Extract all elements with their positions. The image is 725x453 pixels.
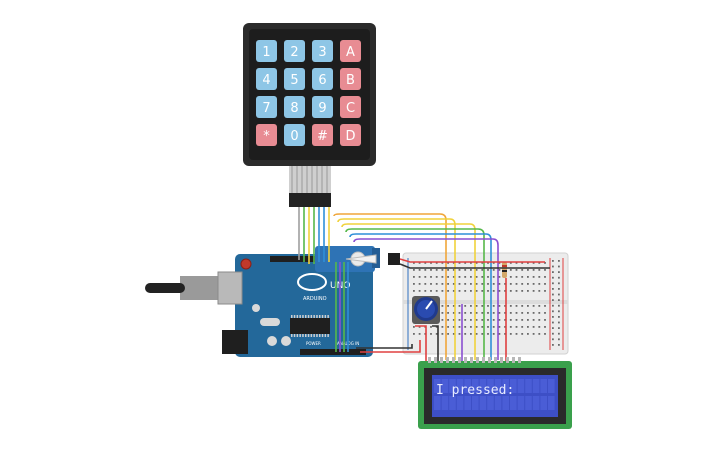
key-label: * [263, 129, 270, 144]
keypad-key-A[interactable]: A [340, 40, 361, 62]
key-face [284, 40, 305, 62]
key-face [312, 40, 333, 62]
key-label: 1 [262, 45, 270, 60]
keypad-key-8[interactable]: 8 [284, 96, 305, 118]
key-label: A [346, 45, 355, 60]
key-label: 8 [290, 101, 298, 116]
key-label: 6 [318, 73, 326, 88]
keypad-key-5[interactable]: 5 [284, 68, 305, 90]
keypad-key-2[interactable]: 2 [284, 40, 305, 62]
lcd-module: I pressed: [418, 357, 572, 429]
key-face [284, 124, 305, 146]
key-face [340, 96, 361, 118]
key-face [256, 68, 277, 90]
key-face [312, 124, 333, 146]
keypad-key-B[interactable]: B [340, 68, 361, 90]
key-face [256, 40, 277, 62]
keypad-key-C[interactable]: C [340, 96, 361, 118]
wires [298, 207, 550, 362]
key-label: D [345, 129, 355, 144]
usb-jack [180, 276, 222, 300]
keypad-ribbon [289, 166, 331, 207]
key-face [312, 96, 333, 118]
keypad-key-0[interactable]: 0 [284, 124, 305, 146]
keypad[interactable]: 1 2 3 A 4 5 6 B 7 8 9 C * 0 # D [243, 23, 376, 166]
lcd-line-1: I pressed: [436, 383, 514, 398]
key-face [340, 40, 361, 62]
key-face [256, 124, 277, 146]
key-label: C [346, 101, 355, 116]
keypad-key-#[interactable]: # [312, 124, 333, 146]
servo-motor[interactable] [315, 246, 400, 272]
keypad-key-7[interactable]: 7 [256, 96, 277, 118]
keypad-key-3[interactable]: 3 [312, 40, 333, 62]
resistor [502, 262, 507, 278]
key-label: 5 [290, 73, 298, 88]
key-face [256, 96, 277, 118]
key-label: 4 [262, 73, 270, 88]
key-label: # [317, 129, 328, 144]
key-label: 0 [290, 129, 298, 144]
keypad-key-4[interactable]: 4 [256, 68, 277, 90]
key-label: 3 [318, 45, 326, 60]
breadboard [402, 252, 569, 355]
key-label: 9 [318, 101, 326, 116]
keypad-connector [289, 193, 331, 207]
key-face [312, 68, 333, 90]
key-face [284, 68, 305, 90]
arduino-power-label: POWER [306, 341, 321, 346]
keypad-face [249, 29, 370, 160]
key-label: B [346, 73, 355, 88]
key-face [340, 124, 361, 146]
potentiometer[interactable] [412, 296, 440, 324]
key-face [340, 68, 361, 90]
key-face [284, 96, 305, 118]
key-label: 2 [290, 45, 298, 60]
arduino-brand-label: ARDUINO [303, 296, 327, 302]
keypad-key-*[interactable]: * [256, 124, 277, 146]
reset-button [240, 258, 252, 270]
key-label: 7 [262, 101, 270, 116]
keypad-key-1[interactable]: 1 [256, 40, 277, 62]
keypad-key-D[interactable]: D [340, 124, 361, 146]
keypad-key-9[interactable]: 9 [312, 96, 333, 118]
keypad-keys: 1 2 3 A 4 5 6 B 7 8 9 C * 0 # D [256, 40, 361, 146]
keypad-key-6[interactable]: 6 [312, 68, 333, 90]
